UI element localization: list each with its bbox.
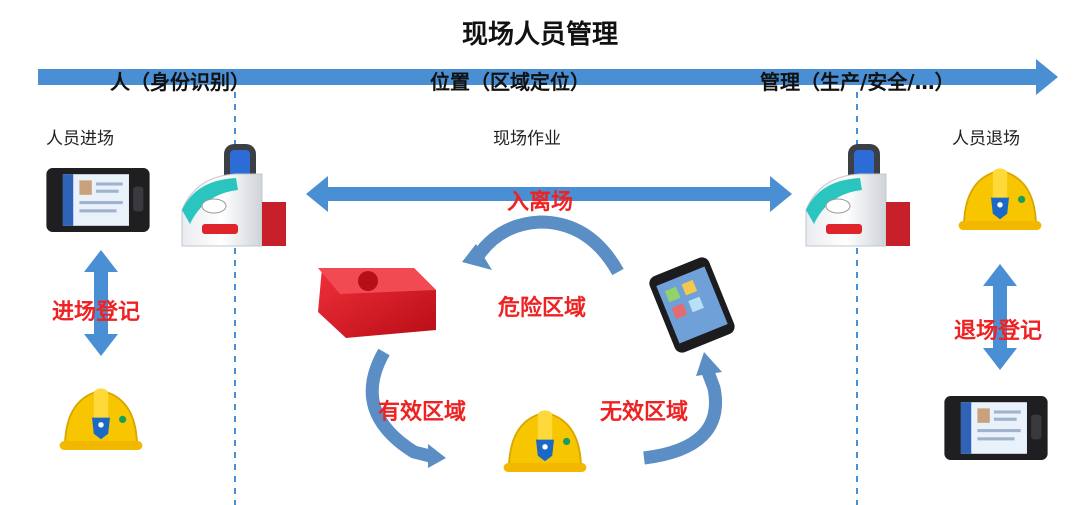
stage-exit-label: 人员退场 (952, 129, 1020, 149)
entry-gate (181, 143, 286, 247)
invalid-zone-label: 无效区域 (600, 400, 689, 425)
page-title: 现场人员管理 (461, 20, 618, 50)
phase-management: 管理（生产/安全/…） (760, 70, 955, 94)
entry-tablet (46, 168, 150, 232)
entry-vertical-arrow (84, 250, 118, 356)
valid-zone-label: 有效区域 (378, 400, 467, 425)
entry-register-label: 进场登记 (52, 300, 141, 325)
exit-register-label: 退场登记 (954, 319, 1043, 344)
exit-tablet (944, 396, 1048, 460)
process-arrow-head (1036, 59, 1058, 95)
cycle-arrow-top (462, 215, 624, 276)
cycle-arrow-right (643, 352, 722, 465)
exit-gate (805, 143, 910, 247)
stage-work-label: 现场作业 (493, 129, 561, 149)
entry-helmet (58, 387, 144, 451)
exit-helmet (957, 167, 1043, 231)
red-beacon-device (318, 268, 436, 338)
phase-identity: 人（身份识别） (110, 70, 250, 94)
in-out-double-arrow (306, 176, 792, 212)
smartphone-device (649, 257, 735, 353)
danger-zone-label: 危险区域 (498, 296, 587, 321)
in-out-label: 入离场 (507, 190, 574, 215)
work-helmet (502, 409, 588, 473)
stage-entry-label: 人员进场 (46, 129, 114, 149)
cycle-arrow-left (365, 348, 446, 468)
phase-location: 位置（区域定位） (430, 70, 590, 94)
exit-vertical-arrow (983, 264, 1017, 370)
process-arrow-body (38, 69, 1038, 85)
